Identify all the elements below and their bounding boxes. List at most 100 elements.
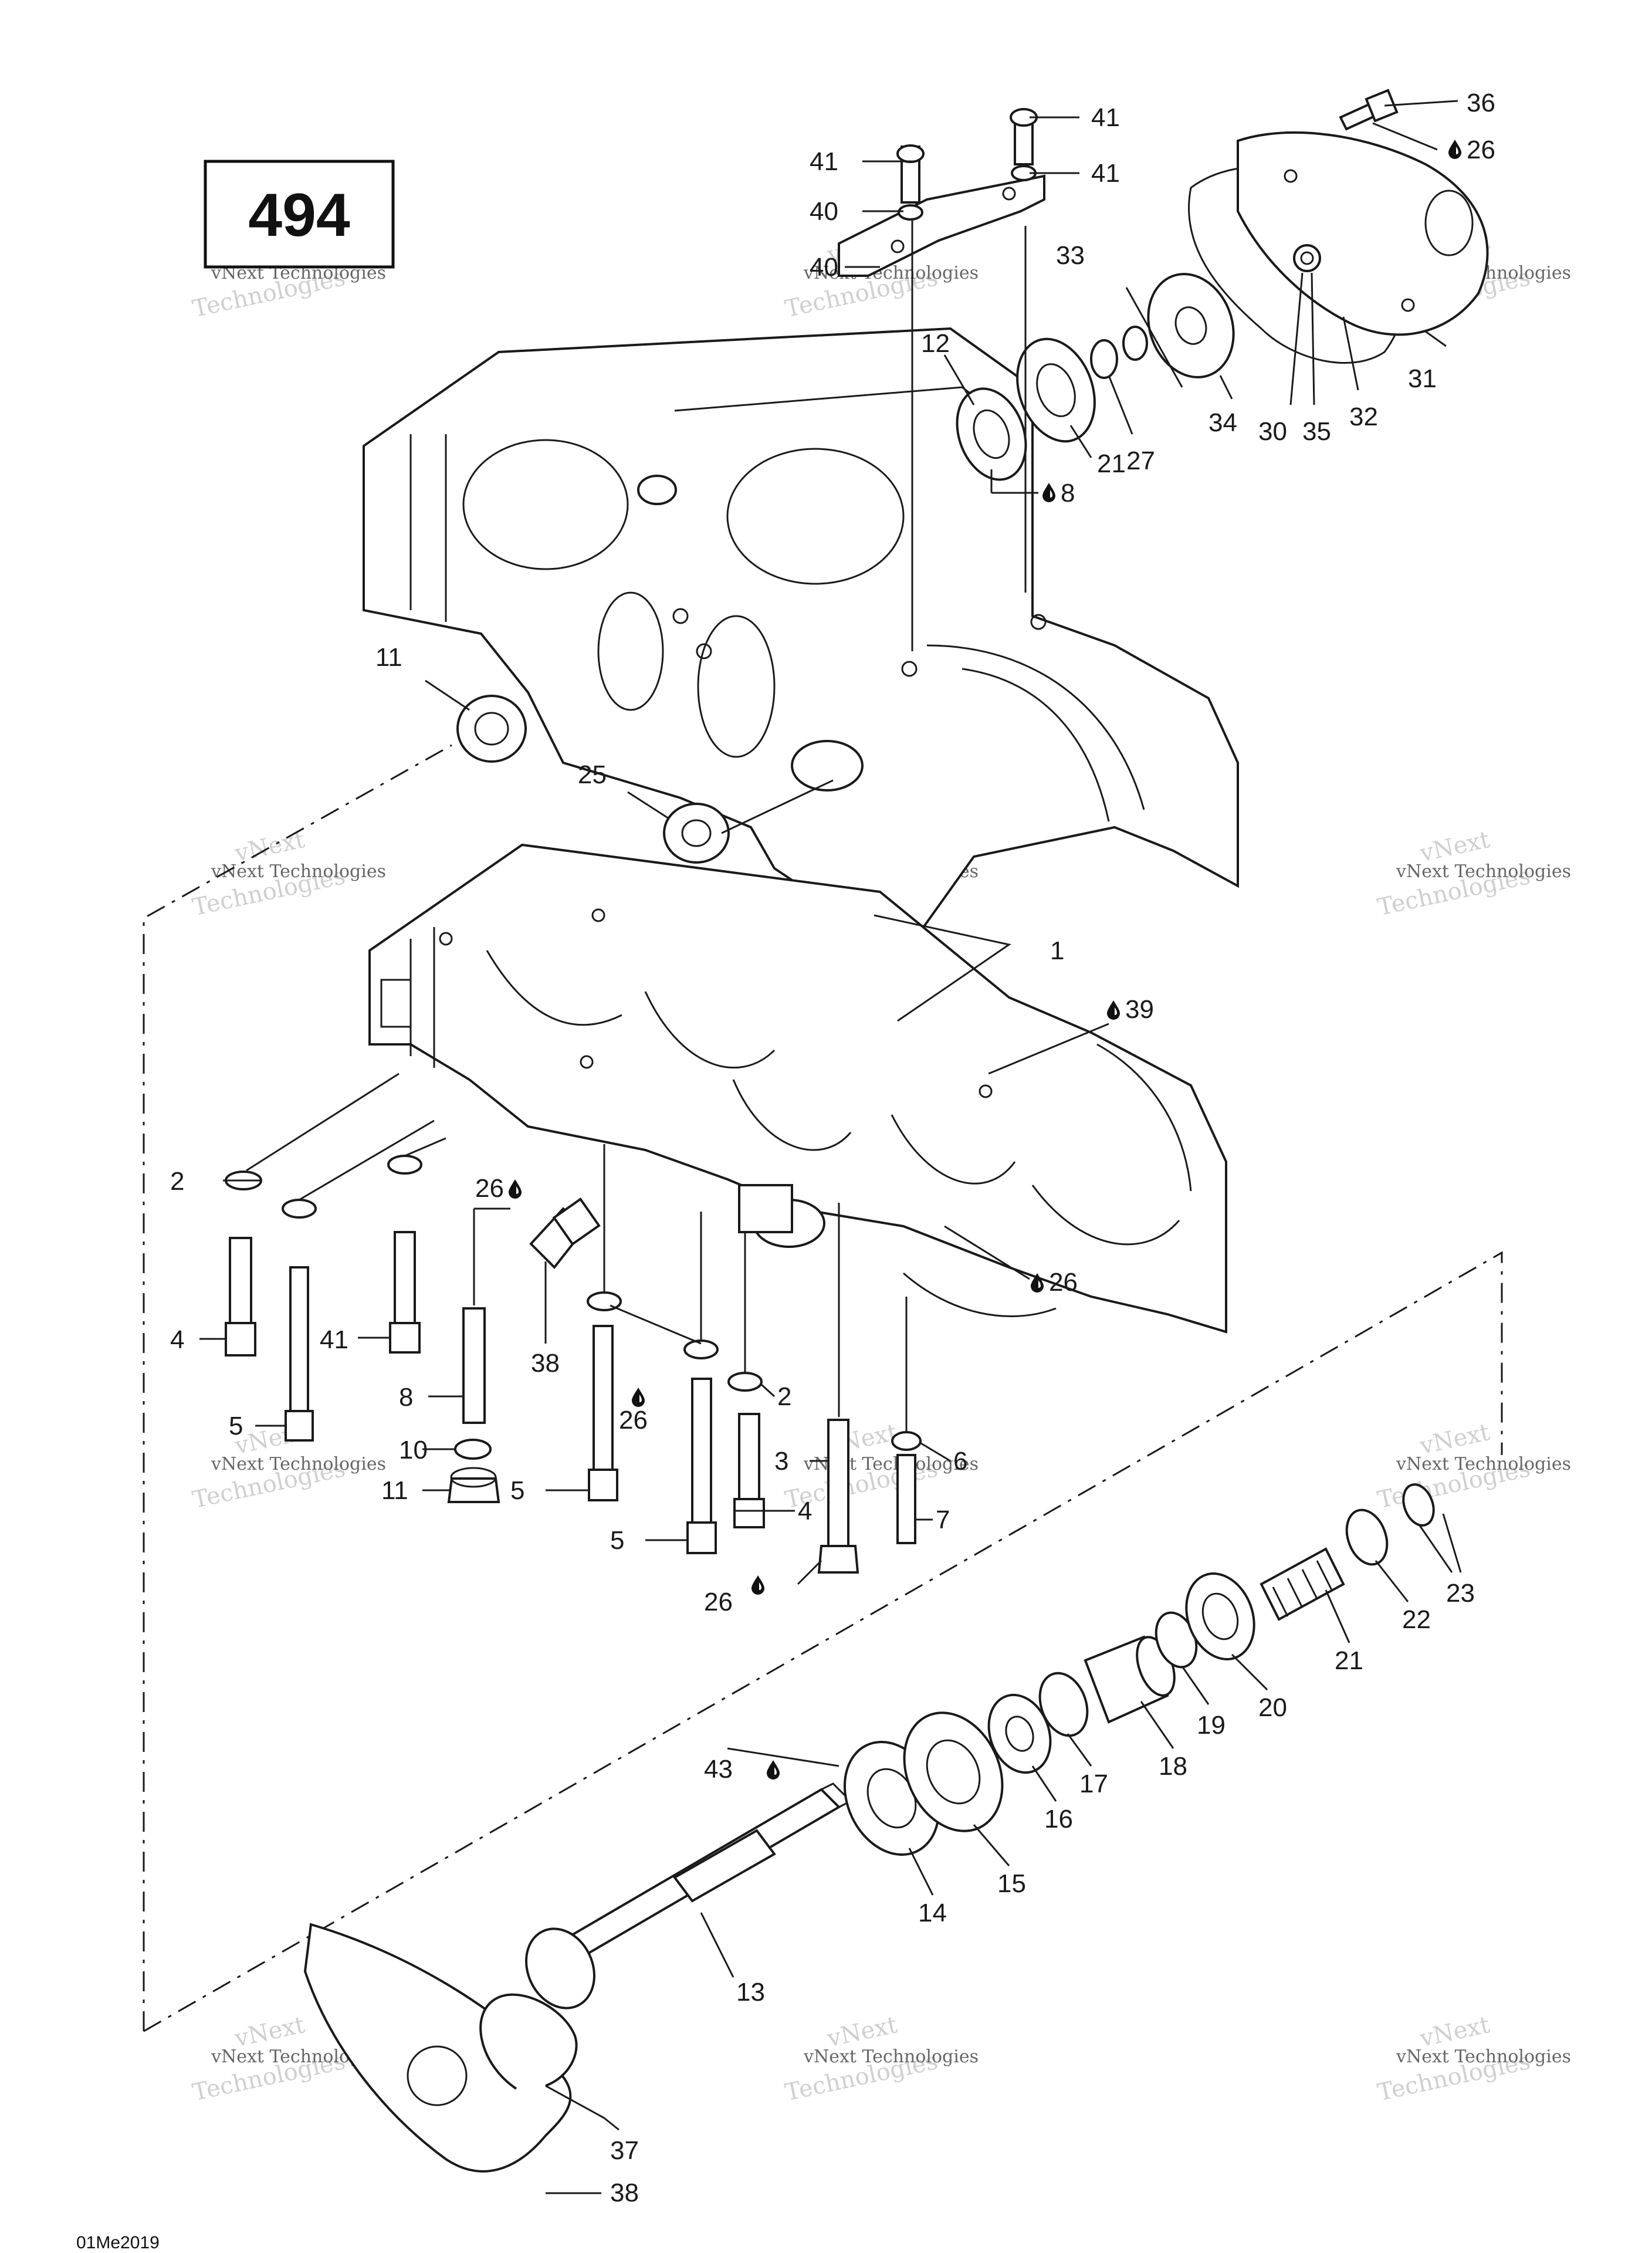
screw-5-mid xyxy=(588,1325,618,1501)
washer-9 xyxy=(454,1439,492,1460)
watermark-caption: vNext Technologies xyxy=(1396,861,1571,882)
washer-6 xyxy=(891,1431,922,1451)
crankcase-lower xyxy=(368,843,1227,1334)
screw-5-lower xyxy=(686,1378,717,1554)
watermark-caption: vNext Technologies xyxy=(1396,2046,1571,2067)
part-label: 41 xyxy=(320,1325,348,1354)
screw-41-left xyxy=(896,144,925,204)
washer-40-left xyxy=(898,204,923,221)
part-label: 5 xyxy=(229,1412,243,1440)
part-label: 5 xyxy=(610,1526,624,1555)
part-label: 7 xyxy=(936,1506,950,1534)
part-label: 20 xyxy=(1258,1693,1287,1722)
part-label: 31 xyxy=(1408,364,1437,393)
part-label: 4 xyxy=(798,1497,812,1525)
part-label: 10 xyxy=(399,1436,428,1464)
screw-35 xyxy=(1339,89,1399,131)
part-label: 19 xyxy=(1197,1711,1226,1740)
circlip-17 xyxy=(1038,1672,1089,1737)
watermark-caption: vNext Technologies xyxy=(803,263,979,283)
gear-20 xyxy=(1185,1572,1255,1660)
oil-drop-icon xyxy=(632,1388,645,1407)
screw-5-left xyxy=(285,1266,314,1442)
part-label: 26 xyxy=(475,1174,504,1203)
part-label: 35 xyxy=(1302,417,1331,446)
seal-11 xyxy=(456,695,527,763)
bracket-39 xyxy=(838,174,1045,277)
water-pump-housing-33 xyxy=(1237,131,1489,336)
washer-2-mid xyxy=(282,1199,317,1219)
washer-2-right xyxy=(727,1372,763,1392)
part-label: 37 xyxy=(610,2136,639,2165)
screw-4-right xyxy=(733,1413,765,1528)
seal-24 xyxy=(663,803,730,864)
part-label: 40 xyxy=(810,197,838,226)
part-labels: 41 41 41 40 40 36 26 33 12 8 21 27 34 30… xyxy=(170,89,1495,2207)
part-label: 41 xyxy=(1091,103,1120,132)
flywheel-plate-37 xyxy=(303,1923,572,2173)
impeller-29 xyxy=(1147,273,1235,378)
watermark-caption: vNext Technologies xyxy=(211,1454,386,1474)
part-label: 34 xyxy=(1208,408,1237,437)
part-label: 2 xyxy=(170,1167,184,1196)
part-label: 21 xyxy=(1097,449,1126,478)
drawing-code: 01Me2019 xyxy=(76,2233,160,2252)
part-label: 26 xyxy=(1049,1268,1078,1297)
part-label: 5 xyxy=(510,1476,524,1505)
oil-drop-icon xyxy=(767,1760,780,1780)
stud-3 xyxy=(817,1419,859,1574)
part-label: 12 xyxy=(921,329,950,358)
part-label: 8 xyxy=(1061,479,1075,508)
part-label: 38 xyxy=(610,2178,639,2207)
part-label: 26 xyxy=(1467,136,1495,164)
washer-22 xyxy=(1345,1508,1389,1566)
oil-drop-icon xyxy=(1448,140,1461,159)
part-label: 41 xyxy=(1091,159,1120,188)
leader-lines xyxy=(199,100,1462,2194)
pin-7 xyxy=(896,1454,916,1544)
stud-8 xyxy=(462,1307,486,1424)
sheet-number: 494 xyxy=(248,181,350,249)
bearing-25 xyxy=(1016,337,1096,443)
washer-27 xyxy=(1090,339,1118,379)
part-label: 38 xyxy=(531,1349,560,1378)
sheet-number-box: 494 xyxy=(204,160,395,269)
screw-4-left xyxy=(225,1237,256,1356)
part-label: 32 xyxy=(1349,402,1378,431)
fitting-38 xyxy=(529,1197,601,1270)
part-label: 11 xyxy=(375,643,402,672)
part-label: 26 xyxy=(704,1588,733,1616)
part-label: 3 xyxy=(774,1447,788,1476)
watermark-caption: vNext Technologies xyxy=(1396,1454,1571,1474)
part-label: 14 xyxy=(918,1899,947,1927)
part-label: 41 xyxy=(810,147,838,176)
watermark-caption: vNext Technologies xyxy=(803,2046,979,2067)
screw-41-lower xyxy=(389,1231,421,1354)
screw-41-right xyxy=(1010,108,1038,165)
part-label: 15 xyxy=(997,1869,1026,1898)
part-label: 6 xyxy=(953,1447,967,1476)
oil-drop-icon xyxy=(751,1575,764,1595)
part-label: 36 xyxy=(1467,89,1495,117)
part-label: 33 xyxy=(1056,241,1085,270)
part-label: 2 xyxy=(777,1382,791,1411)
part-label: 43 xyxy=(704,1755,733,1784)
oil-drop-icon xyxy=(1107,1000,1120,1020)
part-label: 17 xyxy=(1079,1770,1108,1798)
part-label: 39 xyxy=(1125,995,1154,1024)
part-label: 22 xyxy=(1402,1605,1431,1634)
seal-12 xyxy=(956,387,1027,481)
shaft-13 xyxy=(525,1782,852,2010)
part-label: 25 xyxy=(578,760,607,789)
part-label: 27 xyxy=(1126,446,1155,475)
part-label: 30 xyxy=(1258,417,1287,446)
part-label: 11 xyxy=(381,1476,408,1505)
circlip-23 xyxy=(1402,1483,1435,1527)
spring-21 xyxy=(1260,1547,1345,1621)
washer-28 xyxy=(1122,326,1148,361)
part-label: 1 xyxy=(1050,936,1064,965)
part-label: 8 xyxy=(399,1383,413,1412)
part-label: 18 xyxy=(1159,1752,1187,1781)
washer-2-third xyxy=(387,1155,422,1175)
